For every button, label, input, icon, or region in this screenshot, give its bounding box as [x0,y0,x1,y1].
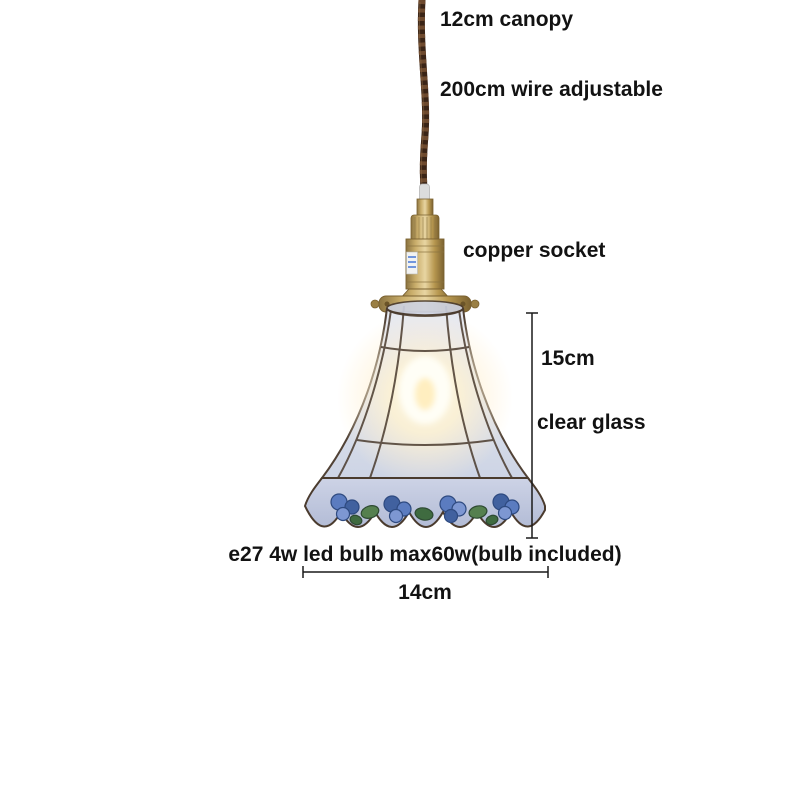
label-clear-glass: clear glass [537,411,646,434]
label-socket: copper socket [463,239,606,262]
label-shade-height: 15cm [541,347,595,370]
dimension-line-width [302,566,549,578]
flower-band [303,477,546,528]
label-wire: 200cm wire adjustable [440,78,663,101]
label-bulb-spec: e27 4w led bulb max60w(bulb included) [228,543,622,566]
label-canopy: 12cm canopy [440,8,574,31]
stained-glass-shade [303,300,546,528]
lead-lines [337,305,513,479]
label-shade-width: 14cm [398,581,452,604]
socket-sticker [406,251,418,275]
twisted-cord [417,0,430,194]
dimension-line-height [526,312,538,539]
